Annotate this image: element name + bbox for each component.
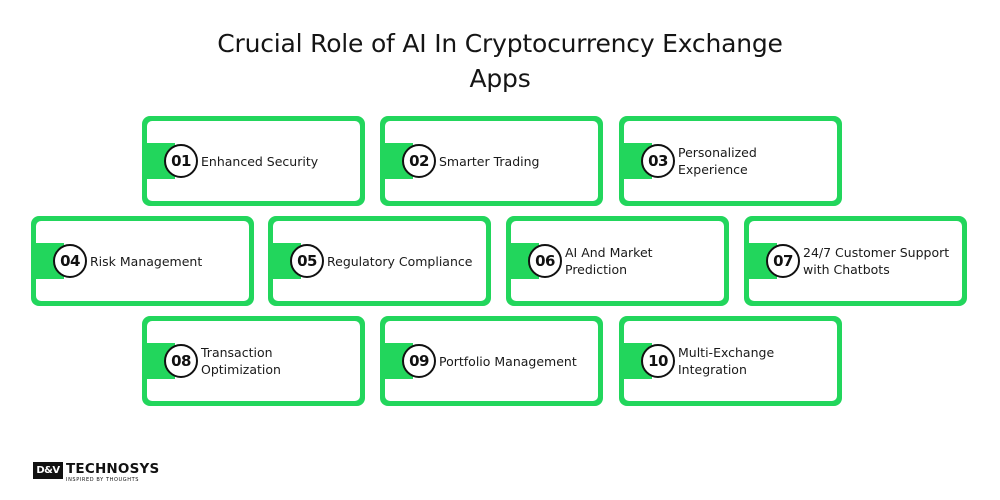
card-label: Personalized Experience bbox=[678, 145, 757, 177]
card-label: 24/7 Customer Support with Chatbots bbox=[803, 245, 950, 277]
card-07: 07 24/7 Customer Support with Chatbots bbox=[744, 216, 967, 306]
card-label: Multi-Exchange Integration bbox=[678, 345, 775, 377]
card-label: Transaction Optimization bbox=[201, 345, 281, 377]
number-badge: 10 bbox=[641, 344, 675, 378]
card-01: 01 Enhanced Security bbox=[142, 116, 365, 206]
number-badge: 08 bbox=[164, 344, 198, 378]
number-badge: 04 bbox=[53, 244, 87, 278]
brand-logo: D&V TECHNOSYS INSPIRED BY THOUGHTS bbox=[33, 462, 159, 492]
card-02: 02 Smarter Trading bbox=[380, 116, 603, 206]
card-10: 10 Multi-Exchange Integration bbox=[619, 316, 842, 406]
card-06: 06 AI And Market Prediction bbox=[506, 216, 729, 306]
card-label: Smarter Trading bbox=[439, 153, 540, 169]
logo-mark: D&V bbox=[33, 462, 63, 479]
number-badge: 09 bbox=[402, 344, 436, 378]
card-label: Regulatory Compliance bbox=[327, 253, 473, 269]
card-08: 08 Transaction Optimization bbox=[142, 316, 365, 406]
card-label: AI And Market Prediction bbox=[565, 245, 653, 277]
number-badge: 05 bbox=[290, 244, 324, 278]
title-line-1: Crucial Role of AI In Cryptocurrency Exc… bbox=[217, 29, 783, 58]
card-label: Enhanced Security bbox=[201, 153, 319, 169]
logo-text: TECHNOSYS INSPIRED BY THOUGHTS bbox=[66, 462, 159, 484]
card-04: 04 Risk Management bbox=[31, 216, 254, 306]
number-badge: 07 bbox=[766, 244, 800, 278]
card-label: Portfolio Management bbox=[439, 353, 577, 369]
card-09: 09 Portfolio Management bbox=[380, 316, 603, 406]
logo-name: TECHNOSYS bbox=[66, 461, 160, 477]
number-badge: 02 bbox=[402, 144, 436, 178]
number-badge: 06 bbox=[528, 244, 562, 278]
card-05: 05 Regulatory Compliance bbox=[268, 216, 491, 306]
number-badge: 01 bbox=[164, 144, 198, 178]
number-badge: 03 bbox=[641, 144, 675, 178]
title-line-2: Apps bbox=[469, 64, 531, 93]
diagram-title: Crucial Role of AI In Cryptocurrency Exc… bbox=[150, 26, 850, 96]
card-label: Risk Management bbox=[90, 253, 203, 269]
logo-tagline: INSPIRED BY THOUGHTS bbox=[66, 477, 140, 483]
card-03: 03 Personalized Experience bbox=[619, 116, 842, 206]
